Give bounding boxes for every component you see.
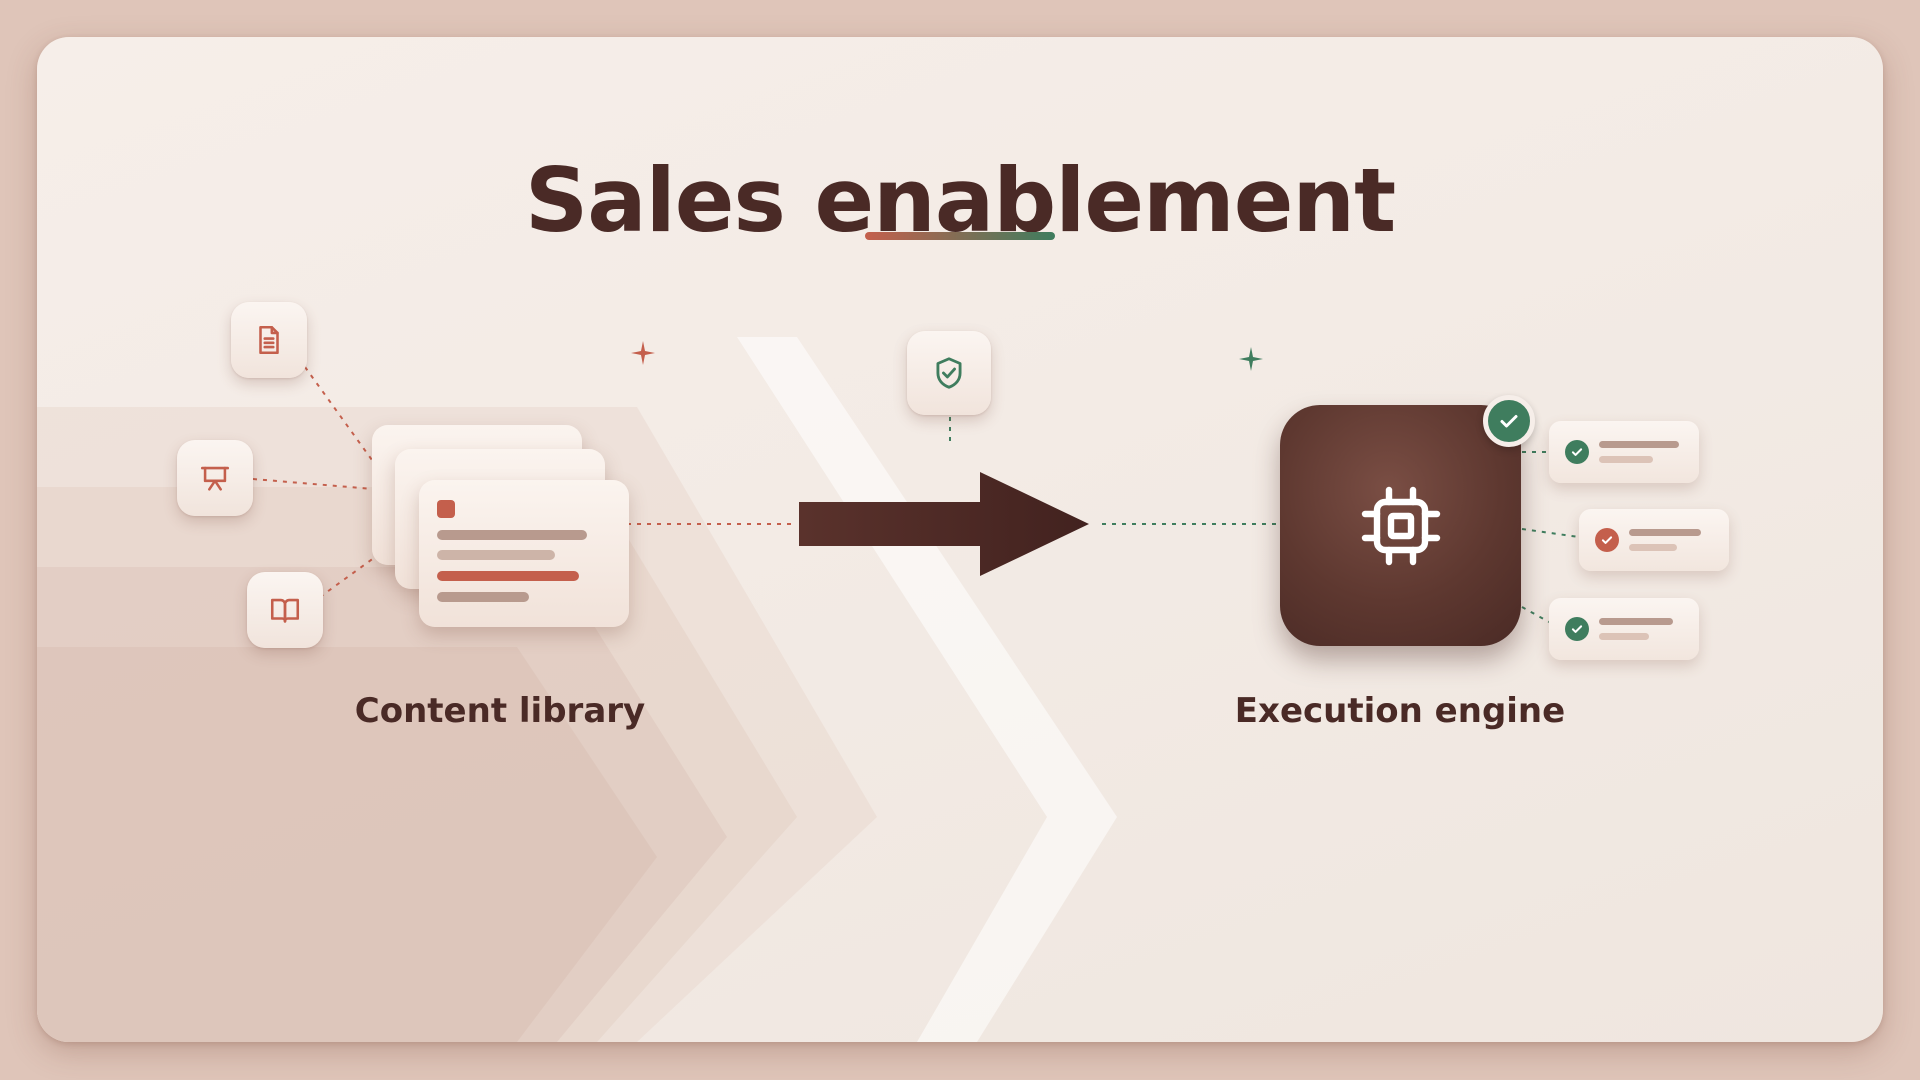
document-icon: [259, 325, 279, 355]
shield-check-icon: [936, 357, 962, 389]
presentation-icon: [200, 466, 230, 491]
check-icon: [1601, 536, 1613, 544]
shield-tile: [907, 331, 991, 415]
card-line: [437, 592, 529, 602]
content-library-label: Content library: [354, 691, 646, 731]
task-line: [1599, 441, 1679, 448]
connector-lines: [252, 366, 1580, 623]
card-marker: [437, 500, 455, 518]
task-status-done: [1565, 617, 1589, 641]
library-card-front: [419, 480, 629, 627]
check-icon: [1571, 448, 1583, 456]
presentation-tile: [177, 440, 253, 516]
cpu-chip-icon: [1361, 486, 1440, 565]
document-tile: [231, 302, 307, 378]
execution-engine-tile: [1280, 405, 1521, 646]
task-card: [1549, 421, 1699, 483]
task-line: [1599, 456, 1653, 463]
card-line: [437, 530, 587, 540]
task-card: [1549, 598, 1699, 660]
sparkle-icon: [1239, 347, 1263, 371]
card-line: [437, 550, 555, 560]
execution-engine-label: Execution engine: [1234, 691, 1566, 731]
task-line: [1629, 529, 1701, 536]
task-line: [1629, 544, 1677, 551]
check-icon: [1571, 625, 1583, 633]
card-line-highlight: [437, 571, 579, 581]
arrow-right-icon: [799, 472, 1089, 576]
book-icon: [270, 598, 300, 623]
sparkle-icon: [631, 341, 655, 365]
task-status-flagged: [1595, 528, 1619, 552]
task-card: [1579, 509, 1729, 571]
engine-check-badge: [1483, 395, 1535, 447]
title-underline: [865, 232, 1055, 240]
task-line: [1599, 618, 1673, 625]
task-line: [1599, 633, 1649, 640]
task-status-done: [1565, 440, 1589, 464]
check-icon: [1500, 415, 1518, 428]
book-tile: [247, 572, 323, 648]
slide: Sales enablement: [37, 37, 1883, 1042]
